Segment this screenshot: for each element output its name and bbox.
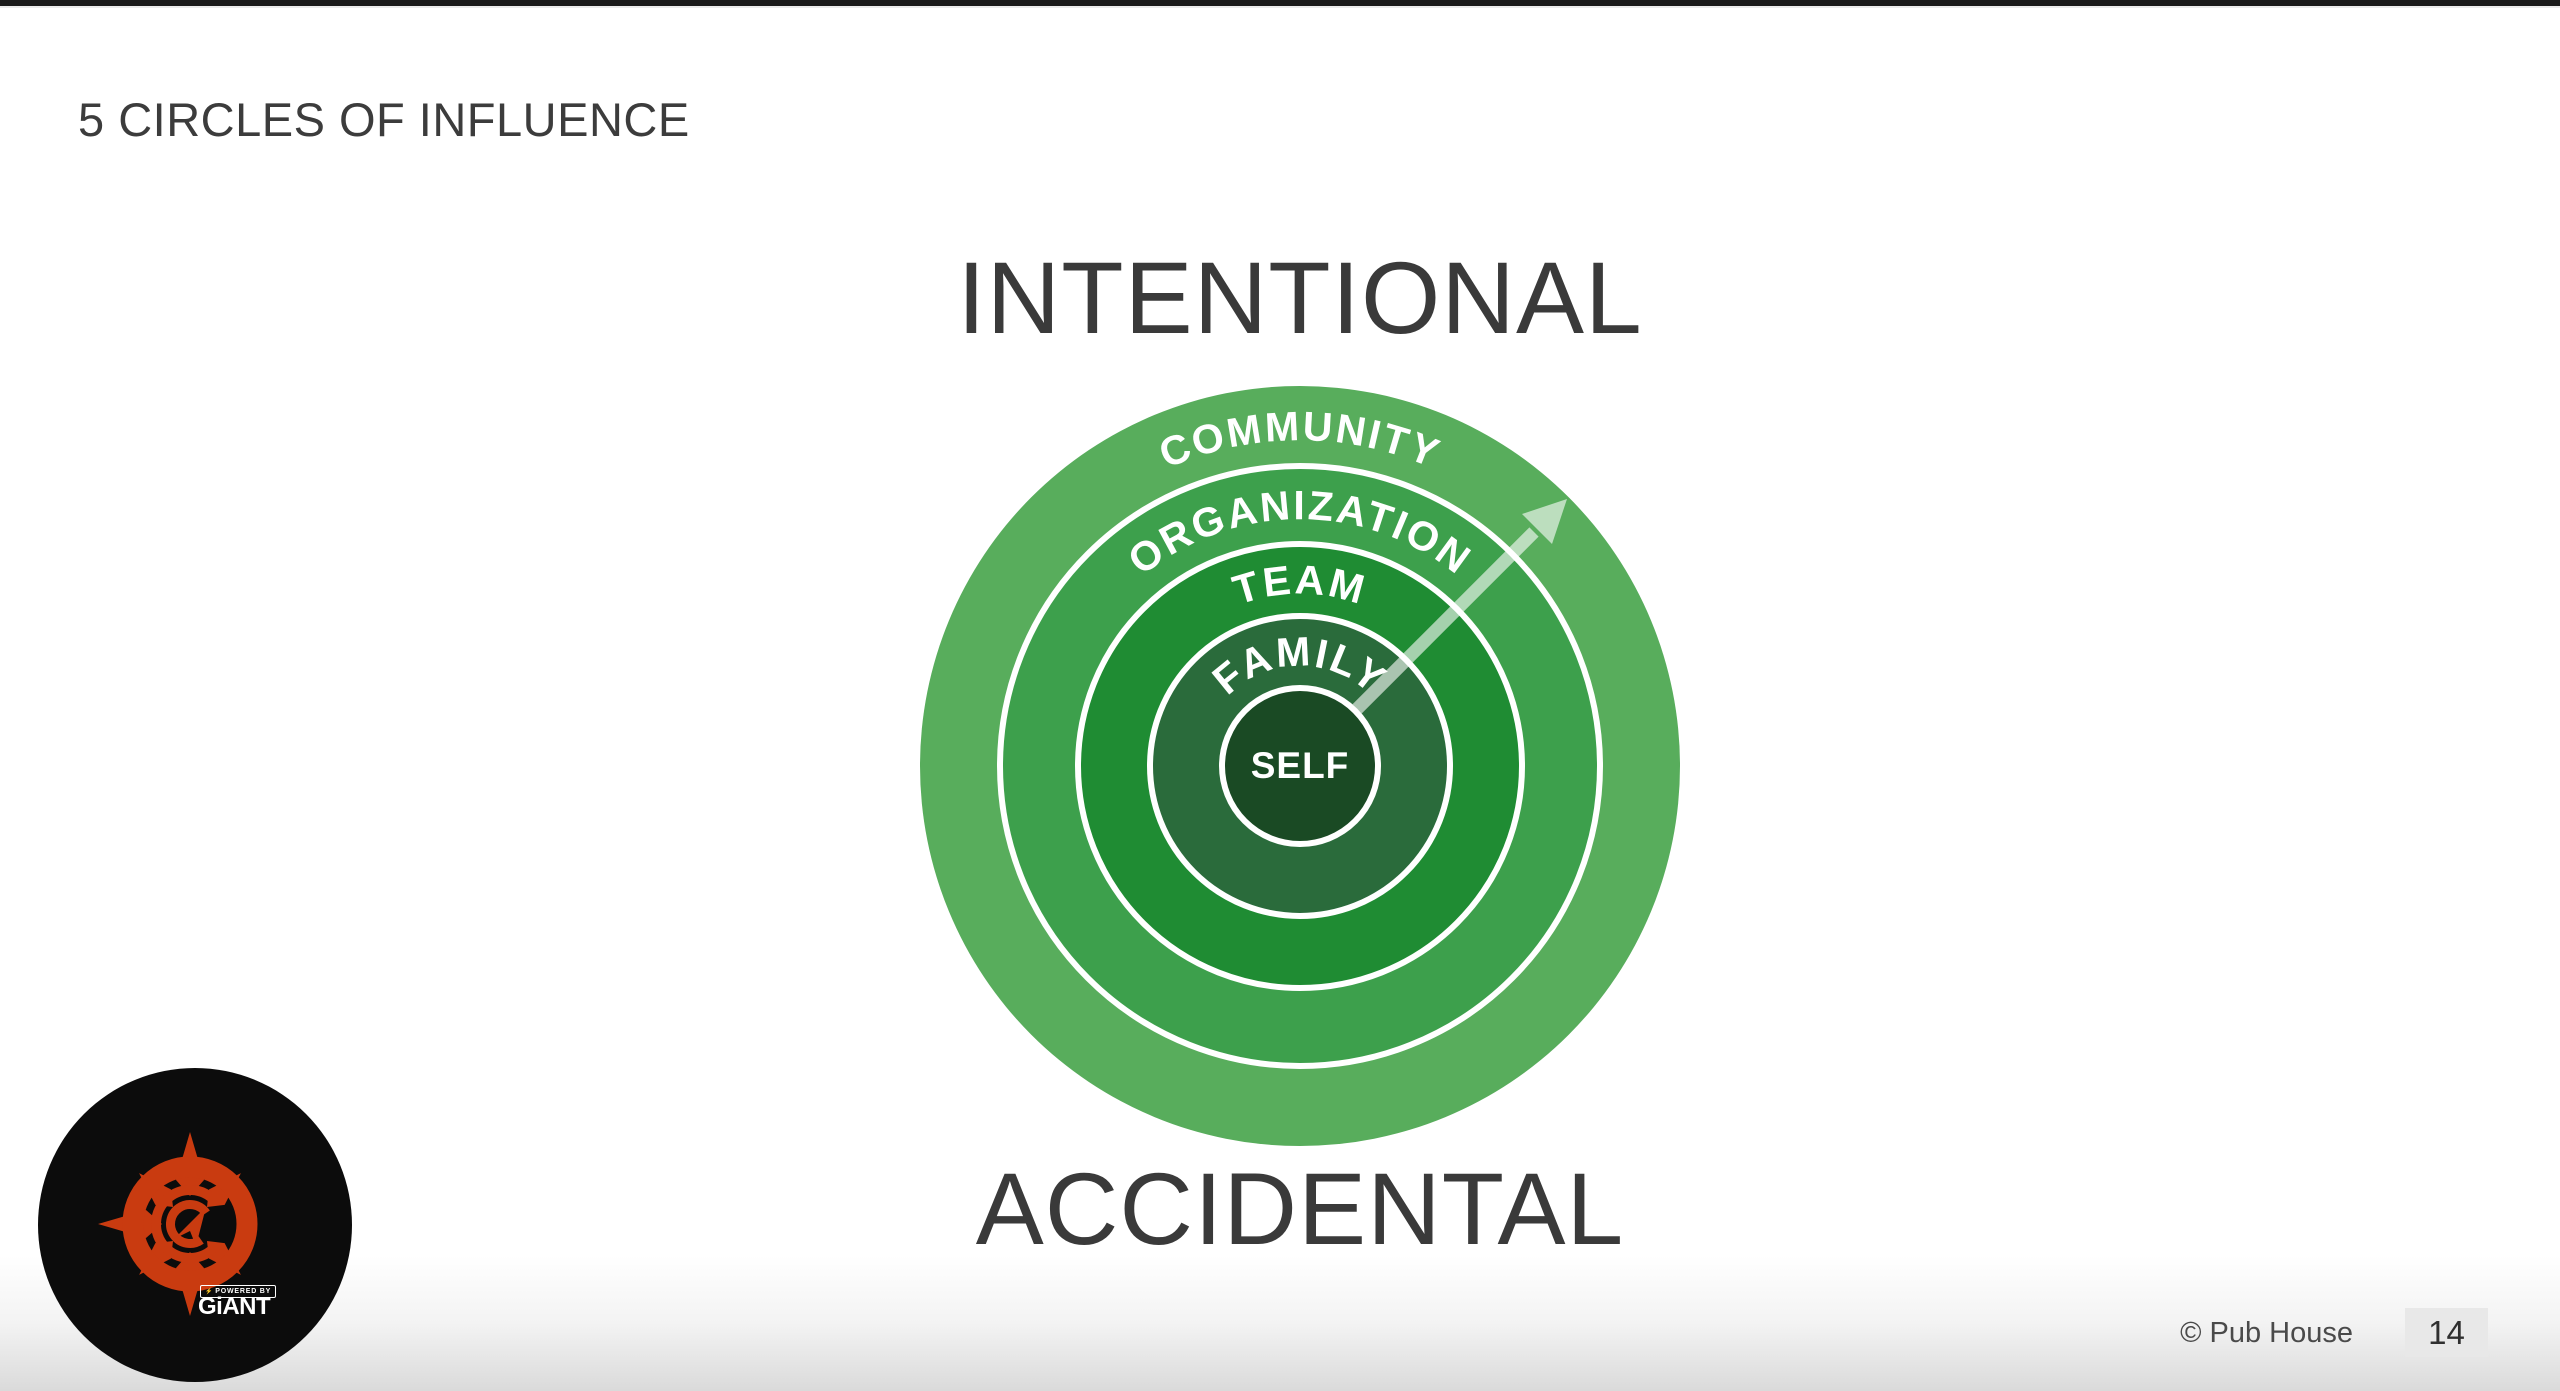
accidental-label: ACCIDENTAL (975, 1152, 1625, 1266)
outward-arrow-icon (1352, 499, 1567, 714)
self-ring-label: SELF (1251, 745, 1350, 786)
compass-cursor-icon (174, 1207, 206, 1246)
lightning-icon: ⚡ (205, 1288, 214, 1295)
ring-self (1219, 685, 1381, 847)
bottom-gradient-band (0, 1256, 2560, 1391)
giant-brand-text: GiANT (198, 1293, 271, 1320)
top-border-bar (0, 0, 2560, 8)
copyright-text: © Pub House (2180, 1317, 2353, 1349)
circles-of-influence-diagram: COMMUNITY ORGANIZATION TEAM FAMILY SELF (920, 386, 1680, 1146)
slide-title: 5 CIRCLES OF INFLUENCE (78, 93, 690, 146)
page-number-badge: 14 (2405, 1308, 2488, 1357)
intentional-label: INTENTIONAL (957, 241, 1643, 355)
powered-by-text: POWERED BY (215, 1288, 272, 1295)
compass-rose-icon (98, 1132, 258, 1316)
giant-logo (38, 1068, 352, 1382)
powered-by-badge: ⚡ POWERED BY (200, 1285, 277, 1298)
